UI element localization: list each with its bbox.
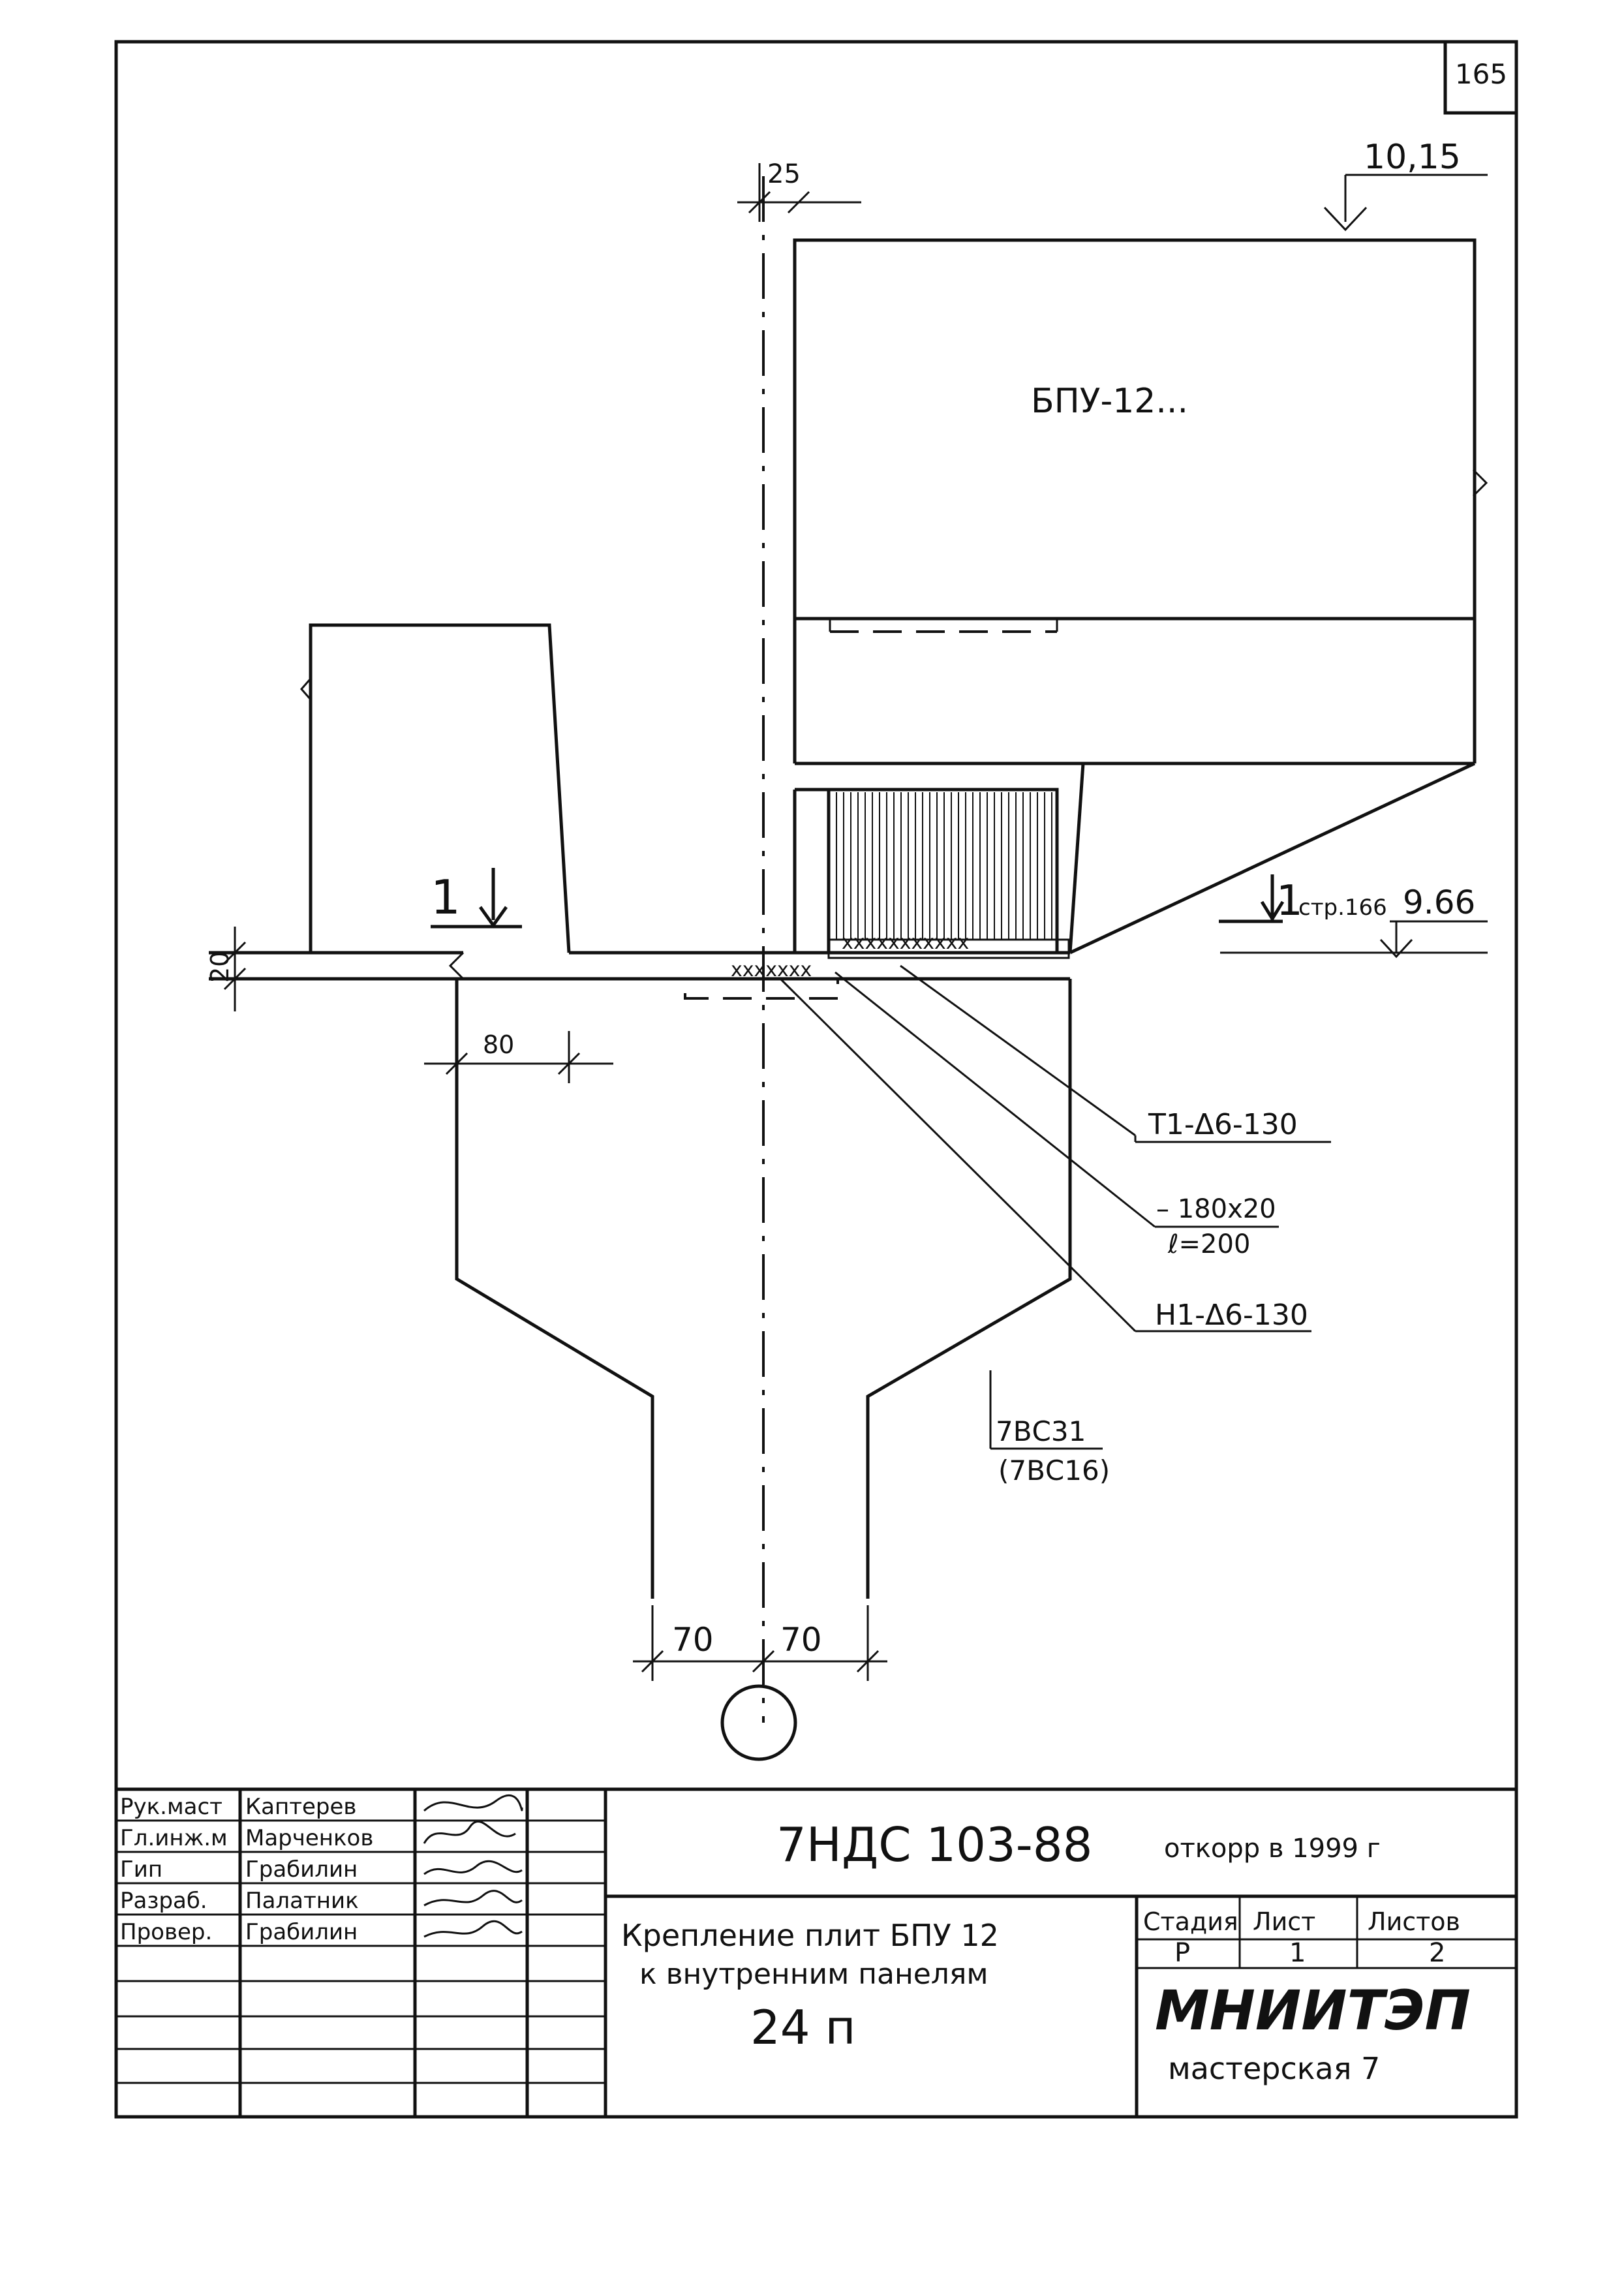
title-line3: 24 п <box>750 2000 856 2055</box>
sheet-header: Лист <box>1253 1907 1315 1936</box>
role-1: Гл.инж.м <box>120 1825 228 1851</box>
title-line2: к внутренним панелям <box>639 1958 988 1991</box>
name-4: Грабилин <box>245 1919 358 1945</box>
name-0: Каптерев <box>245 1794 356 1820</box>
role-0: Рук.маст <box>120 1794 222 1820</box>
weld-marks-b: xxxxxxxxxxx <box>842 931 969 954</box>
callout-t1: Т1-Δ6-130 <box>1148 1108 1298 1141</box>
role-4: Провер. <box>120 1919 212 1945</box>
dim-20: 20 <box>206 927 247 1011</box>
elevation-bottom-marker: 9.66 <box>1220 884 1488 959</box>
stage-header: Стадия <box>1143 1907 1238 1936</box>
callout-plate-size: – 180х20 <box>1156 1194 1276 1224</box>
axis-bubble <box>720 1684 797 1761</box>
sheets-value: 2 <box>1429 1938 1445 1968</box>
dim-70-right-label: 70 <box>780 1621 822 1659</box>
section-mark-left-label: 1 <box>431 870 461 925</box>
callouts: Т1-Δ6-130 – 180х20 ℓ=200 Н1-Δ6-130 7ВС31… <box>779 964 1331 1486</box>
correction-note: откорр в 1999 г <box>1164 1834 1381 1864</box>
name-1: Марченков <box>245 1825 373 1851</box>
stage-value: Р <box>1174 1938 1190 1968</box>
title-block: Рук.маст Гл.инж.м Гип Разраб. Провер. Ка… <box>116 1787 1516 2117</box>
lower-wall-panel <box>455 979 1072 1599</box>
elevation-bottom: 9.66 <box>1403 884 1475 921</box>
left-wall-panel <box>300 623 571 953</box>
sheet-number-box: 165 <box>1443 42 1516 115</box>
weld-and-plate: xxxxxxx xxxxxxxxxxx <box>684 931 969 1000</box>
dim-80-label: 80 <box>483 1030 514 1059</box>
slab-support-part <box>793 619 1477 955</box>
role-3: Разраб. <box>120 1888 207 1914</box>
section-mark-left: 1 <box>431 868 522 929</box>
name-3: Палатник <box>245 1888 359 1914</box>
sheet-value: 1 <box>1289 1938 1306 1968</box>
sheet-frame <box>114 40 1518 2119</box>
elevation-top-marker: 10,15 <box>1323 138 1488 232</box>
dim-25-label: 25 <box>767 159 801 189</box>
dim-70-left-label: 70 <box>672 1621 714 1659</box>
dim-20-label: 20 <box>206 951 234 983</box>
floor-slab-bpu12: БПУ-12... <box>793 238 1488 633</box>
callout-concrete-alt: (7ВС16) <box>998 1454 1110 1486</box>
document-code: 7НДС 103-88 <box>776 1817 1092 1872</box>
elevation-top: 10,15 <box>1364 138 1461 177</box>
sheet-number: 165 <box>1455 58 1507 90</box>
organization: МНИИТЭП <box>1155 1978 1471 2042</box>
callout-h1: Н1-Δ6-130 <box>1155 1299 1308 1332</box>
section-mark-right: 1 стр.166 <box>1219 874 1387 925</box>
joint-line <box>209 951 1070 981</box>
panel-mark: БПУ-12... <box>1031 382 1188 421</box>
section-mark-right-label: 1 <box>1276 877 1303 925</box>
dim-80: 80 <box>424 1030 613 1083</box>
signatures <box>423 1794 523 1938</box>
dim-25: 25 <box>737 159 861 222</box>
name-2: Грабилин <box>245 1856 358 1883</box>
workshop: мастерская 7 <box>1168 2051 1380 2086</box>
mortar-fill-zone <box>793 788 1070 959</box>
sheets-header: Листов <box>1368 1907 1460 1936</box>
section-ref: стр.166 <box>1298 895 1387 921</box>
callout-concrete-class: 7ВС31 <box>996 1415 1086 1447</box>
callout-plate-length: ℓ=200 <box>1167 1229 1250 1259</box>
title-line1: Крепление плит БПУ 12 <box>621 1918 999 1953</box>
dim-70-pair: 70 70 <box>633 1605 887 1681</box>
role-2: Гип <box>120 1856 162 1883</box>
